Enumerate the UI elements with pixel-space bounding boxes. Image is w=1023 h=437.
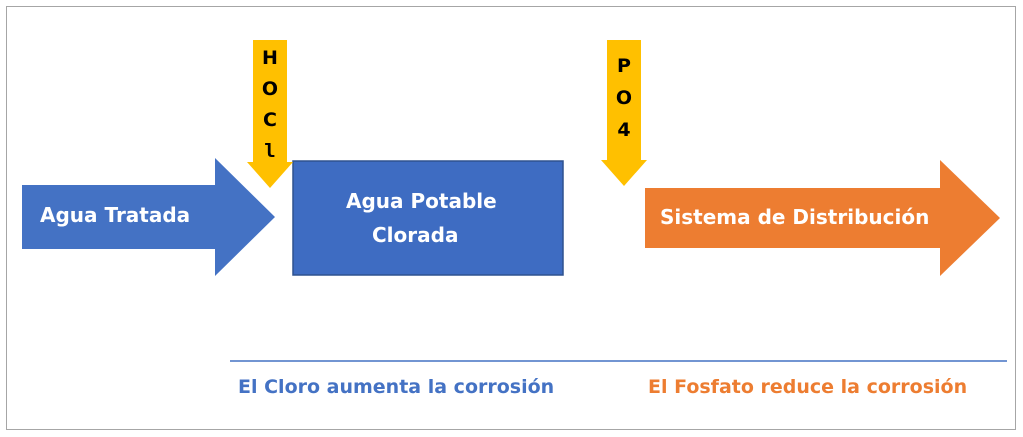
chlorine-caption: El Cloro aumenta la corrosión xyxy=(238,376,555,398)
treated-water-label: Agua Tratada xyxy=(40,203,191,227)
hocl-letter: O xyxy=(261,78,279,100)
hocl-letter: H xyxy=(262,47,278,69)
hocl-letter: C xyxy=(263,109,277,131)
chlorinated-water-label-line1: Agua Potable xyxy=(346,189,497,213)
hocl-letter: l xyxy=(264,140,276,162)
hocl-down-arrow xyxy=(247,40,293,188)
distribution-arrow xyxy=(645,160,1000,276)
chlorinated-water-box xyxy=(292,160,564,276)
chlorinated-water-label-line2: Clorada xyxy=(372,223,459,247)
po4-letter: P xyxy=(617,55,631,77)
po4-down-arrow xyxy=(601,40,647,186)
po4-letter: O xyxy=(615,87,633,109)
distribution-label: Sistema de Distribución xyxy=(660,205,930,229)
po4-letter: 4 xyxy=(617,119,631,141)
phosphate-caption: El Fosfato reduce la corrosión xyxy=(648,376,968,398)
treated-water-arrow xyxy=(22,158,275,276)
